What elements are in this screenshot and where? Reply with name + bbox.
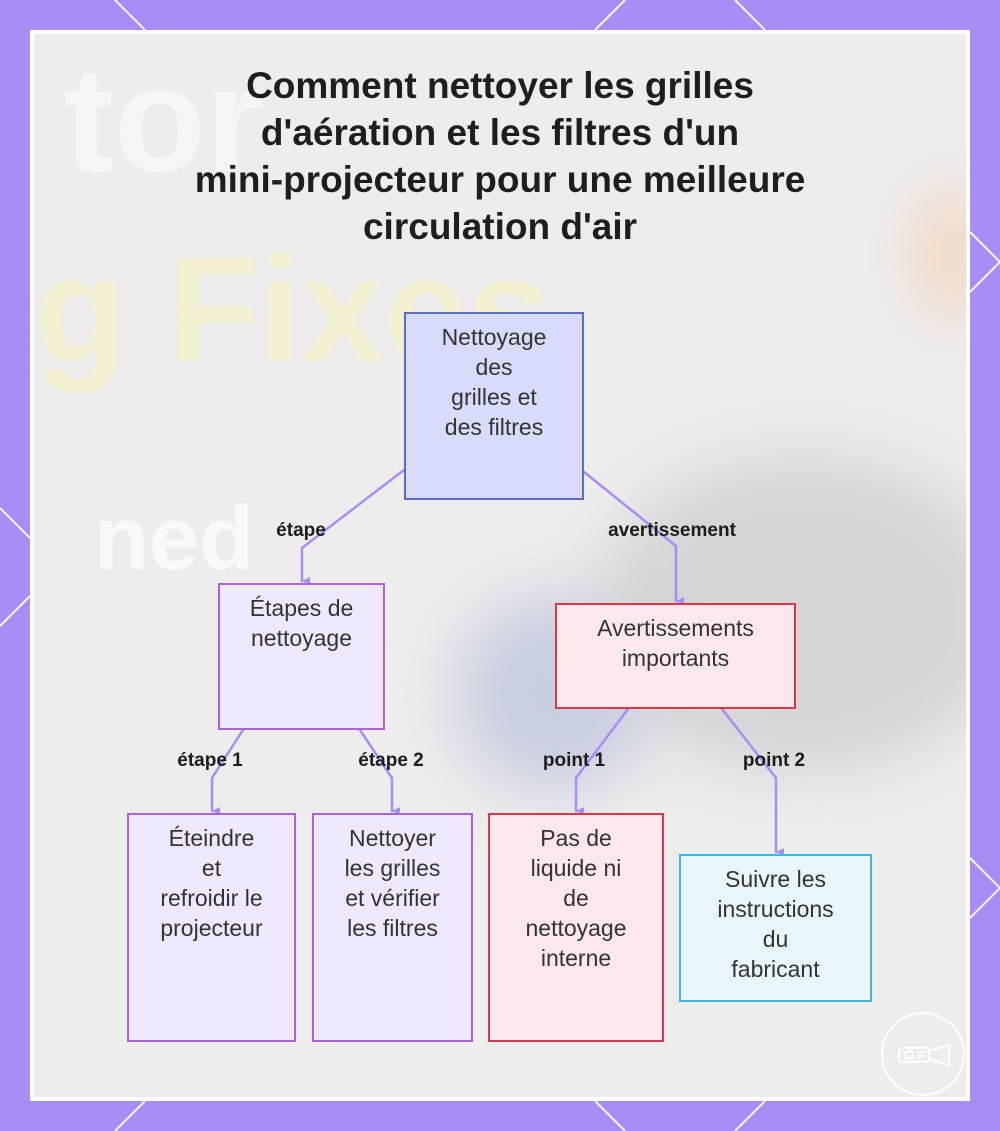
edge-root-steps <box>300 468 406 585</box>
node-label: les grilles <box>344 855 441 881</box>
node-label: et <box>201 855 222 881</box>
node-label: instructions <box>717 896 834 922</box>
node-label: projecteur <box>160 915 263 941</box>
projector-icon <box>898 1044 950 1066</box>
node-label: Éteindre <box>168 825 255 851</box>
title-line: Comment nettoyer les grilles <box>246 65 754 106</box>
node-label: Pas de <box>540 825 612 851</box>
edge-root-warnings <box>582 470 684 605</box>
background-word-3: ned <box>94 489 255 589</box>
node-label: Suivre les <box>725 866 826 892</box>
node-label: du <box>762 926 789 952</box>
node-turn-off-projector: Éteindre et refroidir le projecteur <box>127 813 296 1042</box>
node-label: nettoyage <box>250 625 353 651</box>
node-label: des filtres <box>444 414 544 440</box>
node-important-warnings: Avertissements importants <box>555 603 796 709</box>
projector-logo <box>881 1012 965 1096</box>
edge-label-step-2: étape 2 <box>358 750 424 771</box>
page-title: Comment nettoyer les grilles d'aération … <box>120 62 880 250</box>
node-label: Nettoyage <box>441 324 547 350</box>
node-cleaning-steps: Étapes de nettoyage <box>218 583 385 730</box>
node-cleaning-root: Nettoyage des grilles et des filtres <box>404 312 584 500</box>
node-label: nettoyage <box>525 915 627 941</box>
node-clean-grilles: Nettoyer les grilles et vérifier les fil… <box>312 813 473 1042</box>
node-follow-manufacturer: Suivre les instructions du fabricant <box>679 854 872 1002</box>
edge-label-step: étape <box>276 520 326 541</box>
node-no-liquid: Pas de liquide ni de nettoyage interne <box>488 813 664 1042</box>
node-label: refroidir le <box>160 885 263 911</box>
background-word-1: tor <box>64 35 264 203</box>
edge-steps-clean <box>358 728 400 815</box>
node-label: liquide ni <box>530 855 622 881</box>
edge-label-point-1: point 1 <box>542 750 606 771</box>
edge-label-point-2: point 2 <box>742 750 806 771</box>
node-label: Étapes de <box>249 595 354 621</box>
node-label: les filtres <box>347 915 438 941</box>
node-label: et vérifier <box>345 885 440 911</box>
edge-warnings-manufacturer <box>720 707 784 856</box>
node-label: Avertissements <box>597 615 754 641</box>
edge-label-step-1: étape 1 <box>177 750 243 771</box>
node-label: grilles et <box>451 384 537 410</box>
node-label: Nettoyer <box>349 825 436 851</box>
edge-label-warning: avertissement <box>608 520 736 541</box>
node-label: interne <box>540 945 612 971</box>
node-label: fabricant <box>731 956 820 982</box>
edge-steps-turn-off <box>210 728 245 815</box>
title-line: circulation d'air <box>362 206 638 247</box>
node-label: importants <box>621 645 730 671</box>
node-label: des <box>475 354 513 380</box>
title-line: mini-projecteur pour une meilleure <box>194 159 806 200</box>
edge-warnings-liquid <box>574 707 630 815</box>
title-line: d'aération et les filtres d'un <box>260 112 740 153</box>
node-label: de <box>563 885 589 911</box>
